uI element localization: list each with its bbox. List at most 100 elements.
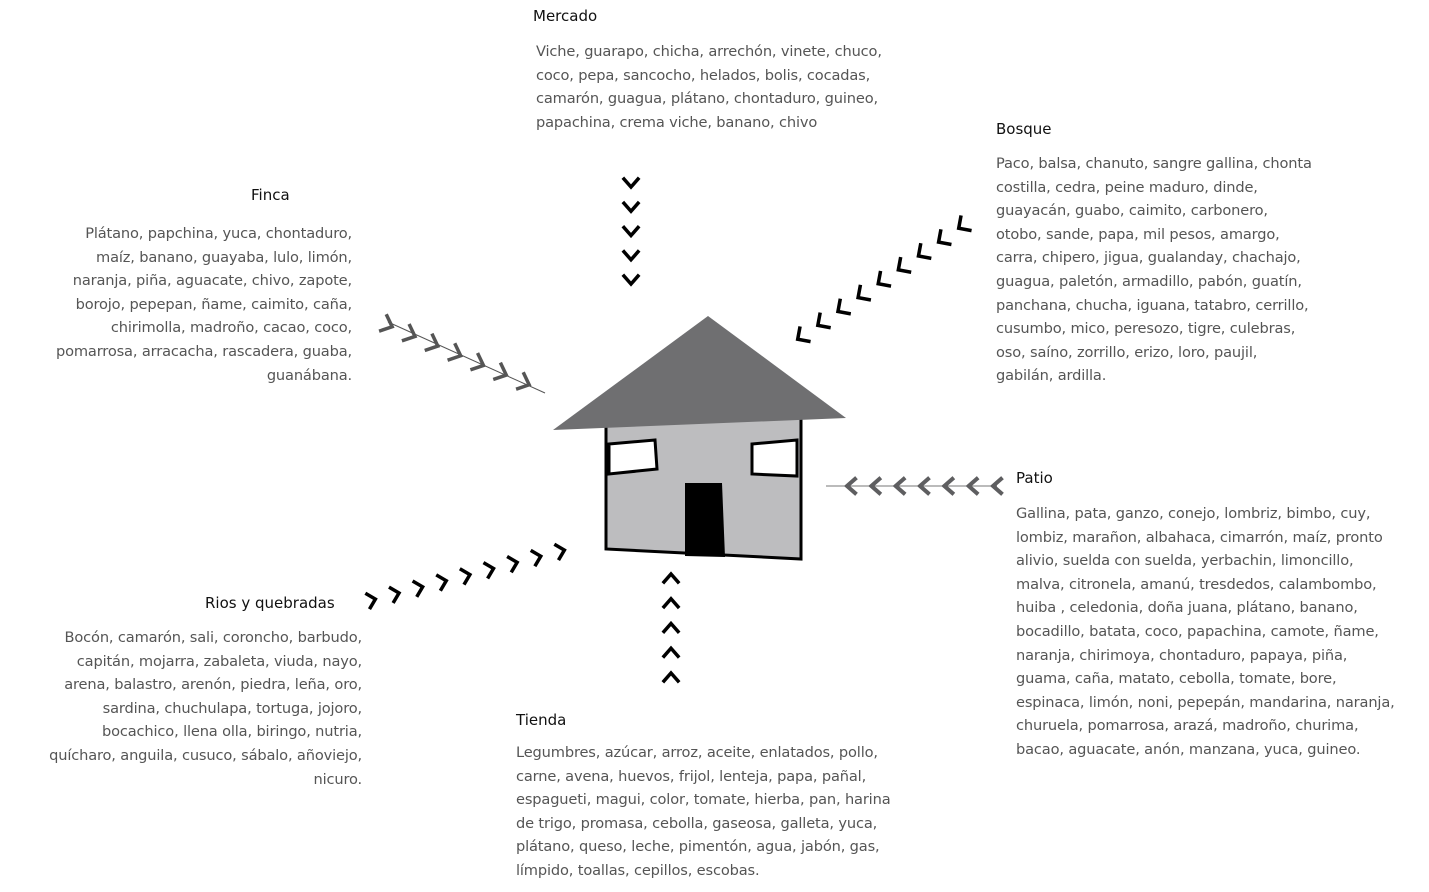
chevron-icon [876,270,892,288]
patio-line: espinaca, limón, noni, pepepán, mandarin… [1016,693,1395,711]
chevron-icon [661,571,681,585]
tienda-line: límpido, toallas, cepillos, escobas. [516,861,760,879]
bosque-line: gabilán, ardilla. [996,367,1107,385]
rios-line: quícharo, anguila, cusuco, sábalo, añovi… [49,746,362,764]
mercado-line: coco, pepa, sancocho, helados, bolis, co… [536,66,871,84]
patio-line: Gallina, pata, ganzo, conejo, lombriz, b… [1016,505,1371,522]
chevron-icon [815,312,831,330]
bosque-line: otobo, sande, papa, mil pesos, amargo, [996,225,1280,243]
patio-line: huiba , celedonia, doña juana, plátano, … [1016,599,1358,617]
tienda-line: plátano, queso, leche, pimentón, agua, j… [516,838,880,856]
arrow-patio [826,476,1004,496]
finca-title: Finca [251,186,290,204]
bosque-line: carra, chipero, jigua, gualanday, chacha… [996,249,1301,267]
bosque-line: guayacán, guabo, caimito, carbonero, [996,202,1268,220]
chevron-icon [843,476,858,496]
chevron-icon [482,561,496,580]
rios-line: Bocón, camarón, sali, coroncho, barbudo, [64,629,363,646]
bosque-items: Paco, balsa, chanuto, sangre gallina, ch… [996,152,1312,388]
patio-line: malva, citronela, amanú, tresdedos, cala… [1016,575,1377,593]
house-window-left [607,438,659,476]
chevron-icon [621,249,641,263]
patio-line: churuela, pomarrosa, arazá, madroño, chu… [1016,717,1359,735]
finca-line: pomarrosa, arracacha, rascadera, guaba, [55,342,352,360]
arrow-tienda [661,571,681,684]
arrow-rios [364,542,567,611]
finca-line: chirimolla, madroño, cacao, coco, [110,319,352,337]
chevron-icon [435,573,449,592]
chevron-icon [856,284,872,302]
chevron-icon [388,585,402,604]
house-icon [553,316,846,561]
chevron-icon [916,476,931,496]
finca-line: borojo, pepepan, ñame, caimito, caña, [75,295,353,313]
chevron-icon [621,273,641,287]
patio-title: Patio [1016,469,1053,487]
chevron-icon [553,542,567,562]
rios-line: capitán, mojarra, zabaleta, viuda, nayo, [76,652,362,670]
chevron-icon [492,361,509,382]
rios-title: Rios y quebradas [205,594,335,612]
patio-line: alivio, suelda con suelda, yerbachin, li… [1016,552,1354,570]
rios-line: arena, balastro, arenón, piedra, leña, o… [64,676,362,694]
bosque-line: guagua, paletón, armadillo, pabón, guatí… [996,272,1302,290]
bosque-line: costilla, cedra, peine maduro, dinde, [996,178,1258,196]
chevron-icon [661,620,681,634]
tienda-items: Legumbres, azúcar, arroz, aceite, enlata… [516,741,891,883]
rios-line: nicuro. [313,770,362,788]
chevron-icon [661,670,681,684]
patio-line: bocadillo, batata, coco, papachina, camo… [1016,622,1379,640]
chevron-icon [916,242,932,261]
chevron-icon [424,332,441,353]
chevron-icon [621,225,641,239]
chevron-icon [364,591,378,611]
chevron-icon [661,596,681,610]
bosque-line: Paco, balsa, chanuto, sangre gallina, ch… [996,155,1312,172]
bosque-line: oso, saíno, zorrillo, erizo, loro, pauji… [996,343,1258,361]
mercado-line: Viche, guarapo, chicha, arrechón, vinete… [536,43,882,60]
finca-line: maíz, banano, guayaba, lulo, limón, [96,248,352,266]
mercado-line: papachina, crema viche, banano, chivo [536,113,818,131]
house-door [685,483,725,557]
arrow-finca [378,313,546,394]
chevron-icon [965,476,980,496]
tienda-line: de trigo, promasa, cebolla, gaseosa, gal… [516,814,878,832]
chevron-icon [621,200,641,214]
chevron-icon [401,323,418,343]
rios-line: bocachico, llena olla, biringo, nutria, [102,723,362,741]
chevron-icon [411,579,426,598]
tienda-line: Legumbres, azúcar, arroz, aceite, enlata… [516,744,878,761]
chevron-icon [892,476,907,496]
chevron-icon [378,313,395,333]
chevron-icon [515,371,532,391]
house-window-right [750,438,799,478]
arrow-bosque [795,215,972,344]
patio-line: lombiz, marañon, albahaca, cimarrón, maí… [1016,528,1383,546]
patio-items: Gallina, pata, ganzo, conejo, lombriz, b… [1016,502,1395,762]
chevron-icon [989,476,1004,496]
patio-line: bacao, aguacate, anón, manzana, yuca, gu… [1016,740,1361,758]
chevron-icon [941,476,956,496]
chevron-icon [936,228,952,247]
chevron-icon [868,476,883,496]
patio-line: naranja, chirimoya, chontaduro, papaya, … [1016,646,1348,664]
arrow-mercado [621,176,641,287]
chevron-icon [956,215,972,233]
finca-line: Plátano, papchina, yuca, chontaduro, [85,225,352,242]
chevron-icon [447,342,464,362]
finca-line: guanábana. [266,366,352,384]
rios-line: sardina, chuchulapa, tortuga, jojoro, [102,699,363,717]
rios-items: Bocón, camarón, sali, coroncho, barbudo,… [49,626,362,791]
tienda-line: carne, avena, huevos, frijol, lenteja, p… [516,767,867,785]
house-roof [553,316,846,430]
chevron-icon [458,567,473,586]
chevron-icon [795,326,811,344]
bosque-line: panchana, chucha, iguana, tatabro, cerri… [996,296,1309,314]
finca-line: naranja, piña, aguacate, chivo, zapote, [72,272,352,290]
tienda-line: espagueti, magui, color, tomate, hierba,… [516,791,891,809]
chevron-icon [661,645,681,659]
chevron-icon [469,352,486,372]
bosque-line: cusumbo, mico, peresozo, tigre, culebras… [996,320,1296,338]
chevron-icon [896,256,912,274]
